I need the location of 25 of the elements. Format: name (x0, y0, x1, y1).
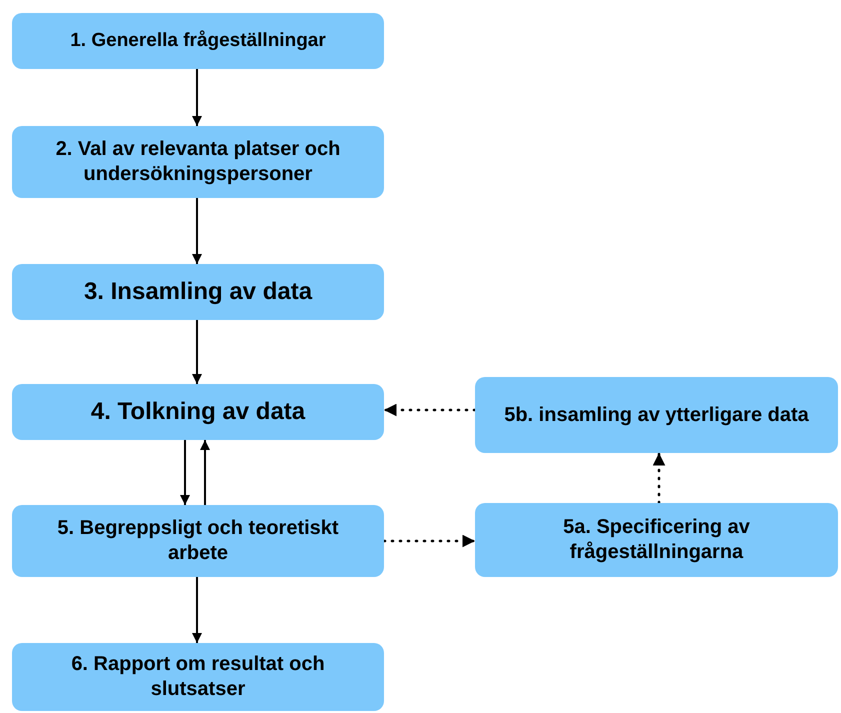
arrow (192, 69, 202, 126)
box-label: 1. Generella frågeställningar (70, 29, 326, 53)
arrow (652, 452, 666, 504)
arrow (180, 440, 190, 505)
arrow (382, 404, 476, 416)
process-box (12, 643, 384, 711)
process-box (12, 384, 384, 440)
box-label: 5b. insamling av ytterligare data (504, 402, 809, 428)
box-label: 5. Begreppsligt och teoretiskt arbete (56, 516, 340, 566)
box-label: 6. Rapport om resultat och slutsatser (70, 652, 326, 702)
box-label: 2. Val av relevanta platser och undersökningspersoner (54, 137, 342, 187)
process-box (475, 377, 838, 453)
arrow (192, 320, 202, 384)
process-box (12, 505, 384, 577)
box-label: 3. Insamling av data (84, 277, 312, 307)
process-box (12, 126, 384, 198)
arrow (192, 198, 202, 264)
box-label: 4. Tolkning av data (90, 397, 306, 427)
box-label: 5a. Specificering av frågeställningarna (562, 515, 751, 565)
arrow (192, 577, 202, 643)
arrow (382, 534, 476, 548)
process-box (12, 13, 384, 69)
arrow (200, 440, 210, 505)
process-box (475, 503, 838, 577)
process-box (12, 264, 384, 320)
